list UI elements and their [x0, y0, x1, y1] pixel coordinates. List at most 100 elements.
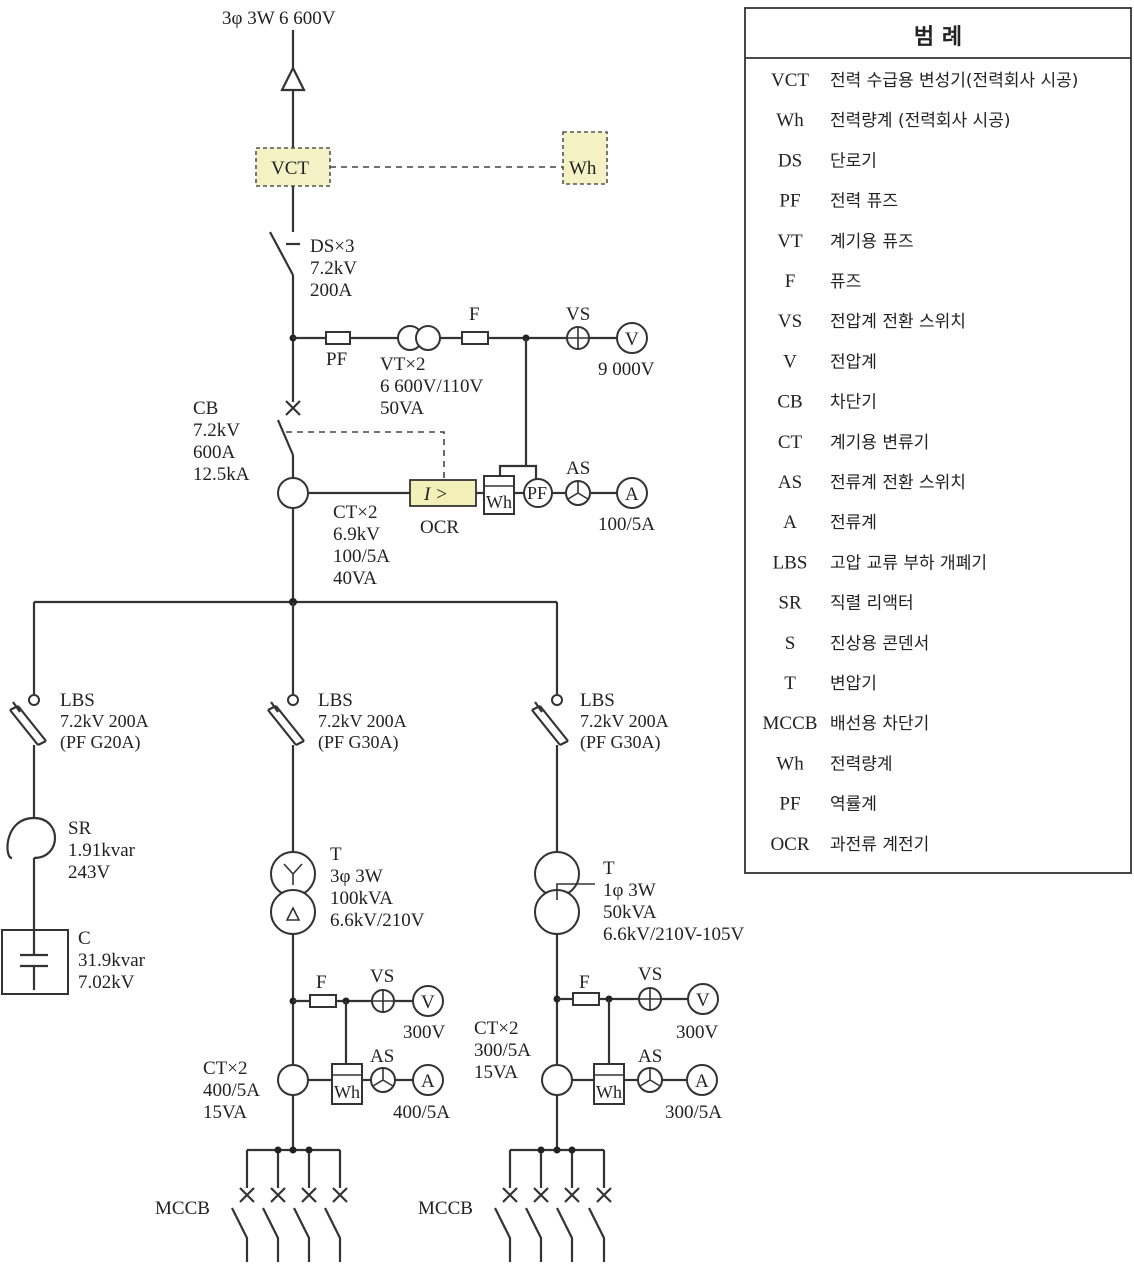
left-sub-wh-label: Wh	[334, 1082, 360, 1102]
lbs2-label-3: (PF G30A)	[318, 732, 399, 753]
ds-label-2: 7.2kV	[310, 258, 357, 279]
legend-desc: 전압계	[830, 352, 877, 372]
lbs1-fuse-icon	[9, 701, 47, 746]
lbs3-fuse-icon	[531, 701, 569, 746]
lbs1-label-1: LBS	[60, 690, 95, 711]
lbs1-label-3: (PF G20A)	[60, 732, 141, 753]
t2-label-2: 1φ 3W	[603, 880, 656, 901]
right-sub-voltmeter-icon	[687, 983, 719, 1015]
t2-label-4: 6.6kV/210V-105V	[603, 924, 745, 945]
legend-abbr: PF	[779, 191, 800, 212]
t2-label-3: 50kVA	[603, 902, 657, 923]
legend-abbr: S	[785, 633, 796, 654]
left-mccb-label: MCCB	[155, 1198, 210, 1219]
legend-abbr: F	[785, 271, 796, 292]
ct-main-label-4: 40VA	[333, 568, 377, 589]
wh-main-label: Wh	[486, 492, 512, 512]
right-sub-wh-label: Wh	[596, 1082, 622, 1102]
t1-label-2: 3φ 3W	[330, 866, 383, 887]
right-sub-a-value: 300/5A	[665, 1102, 722, 1123]
legend-abbr: DS	[778, 150, 802, 171]
legend-abbr: CT	[778, 432, 803, 453]
legend-desc: 변압기	[830, 674, 877, 694]
legend-abbr: A	[783, 512, 797, 533]
legend-desc: 진상용 콘덴서	[830, 634, 929, 654]
left-sub-ct-label-2: 400/5A	[203, 1080, 260, 1101]
lbs2-label-1: LBS	[318, 690, 353, 711]
ds-switch-blade-icon	[269, 231, 294, 276]
t1-label-4: 6.6kV/210V	[330, 910, 425, 931]
ct-main-label-1: CT×2	[333, 502, 378, 523]
legend-desc: 전압계 전환 스위치	[830, 312, 966, 332]
legend-box	[744, 7, 1132, 874]
supply-label: 3φ 3W 6 600V	[222, 8, 336, 29]
left-sub-as-label: AS	[370, 1046, 394, 1067]
legend-abbr: AS	[778, 472, 802, 493]
ds-label-1: DS×3	[310, 236, 355, 257]
f-main-label: F	[469, 304, 480, 325]
legend-desc: 단로기	[830, 151, 877, 171]
ocr-label: OCR	[420, 517, 459, 538]
ammeter-icon	[616, 477, 648, 509]
left-sub-ammeter-icon	[412, 1064, 444, 1096]
left-sub-ct-icon	[277, 1064, 309, 1096]
legend-desc: 전력 수급용 변성기(전력회사 시공)	[830, 71, 1078, 91]
right-sub-v-symbol: V	[696, 990, 710, 1011]
vt-label-2: 6 600V/110V	[380, 376, 484, 397]
right-sub-a-symbol: A	[695, 1071, 709, 1092]
left-sub-a-symbol: A	[421, 1071, 435, 1092]
c-label-1: C	[78, 928, 91, 949]
lbs2-terminal-icon	[287, 694, 299, 706]
left-sub-f-label: F	[316, 972, 327, 993]
lbs3-label-2: 7.2kV 200A	[580, 711, 669, 731]
left-sub-voltmeter-icon	[412, 985, 444, 1017]
c-label-3: 7.02kV	[78, 972, 135, 993]
legend-abbr: VT	[777, 231, 803, 252]
legend-desc: 퓨즈	[830, 272, 861, 292]
ct-main-label-2: 6.9kV	[333, 524, 380, 545]
right-mccb-group	[494, 1150, 612, 1262]
right-sub-ct-label-3: 15VA	[474, 1062, 518, 1083]
legend-desc: 전력량계 (전력회사 시공)	[830, 111, 1010, 131]
legend-desc: 전류계	[830, 513, 877, 533]
cb-label-1: CB	[193, 398, 218, 419]
sr-label-1: SR	[68, 818, 92, 839]
lbs1-terminal-icon	[28, 694, 40, 706]
ds-label-3: 200A	[310, 280, 353, 301]
vt-label-3: 50VA	[380, 398, 424, 419]
legend-abbr: Wh	[776, 110, 804, 131]
right-sub-vs-label: VS	[638, 964, 662, 985]
utility-wh-box	[562, 131, 608, 185]
vt-coil-right-icon	[415, 325, 441, 351]
legend-abbr: Wh	[776, 753, 804, 774]
legend-abbr: CB	[777, 392, 802, 413]
right-sub-ammeter-icon	[686, 1064, 718, 1096]
sr-label-2: 1.91kvar	[68, 840, 136, 861]
left-sub-fuse-icon	[309, 994, 337, 1008]
right-sub-fuse-icon	[572, 992, 600, 1006]
pf-fuse-icon	[325, 331, 351, 345]
voltmeter-icon	[616, 322, 648, 354]
sr-reactor-icon	[6, 816, 57, 860]
right-sub-f-label: F	[579, 972, 590, 993]
cb-cross-icon	[285, 400, 301, 416]
voltmeter-value: 9 000V	[598, 359, 655, 380]
t2-center-tap	[556, 883, 595, 900]
lbs3-label-1: LBS	[580, 690, 615, 711]
right-mccb-label: MCCB	[418, 1198, 473, 1219]
legend-desc: 직렬 리액터	[830, 594, 914, 614]
ammeter-value: 100/5A	[598, 514, 655, 535]
legend-abbr: T	[784, 673, 796, 694]
vct-label: VCT	[271, 158, 309, 179]
left-sub-a-value: 400/5A	[393, 1102, 450, 1123]
legend-abbr: MCCB	[763, 713, 818, 734]
ammeter-symbol: A	[625, 484, 639, 505]
lbs2-label-2: 7.2kV 200A	[318, 711, 407, 731]
left-sub-vs-label: VS	[370, 966, 394, 987]
legend-abbr: VS	[778, 311, 802, 332]
supply-triangle-icon	[280, 65, 306, 92]
legend-desc: 고압 교류 부하 개폐기	[830, 553, 987, 573]
left-sub-wh-icon	[331, 1063, 363, 1105]
lbs1-label-2: 7.2kV 200A	[60, 711, 149, 731]
